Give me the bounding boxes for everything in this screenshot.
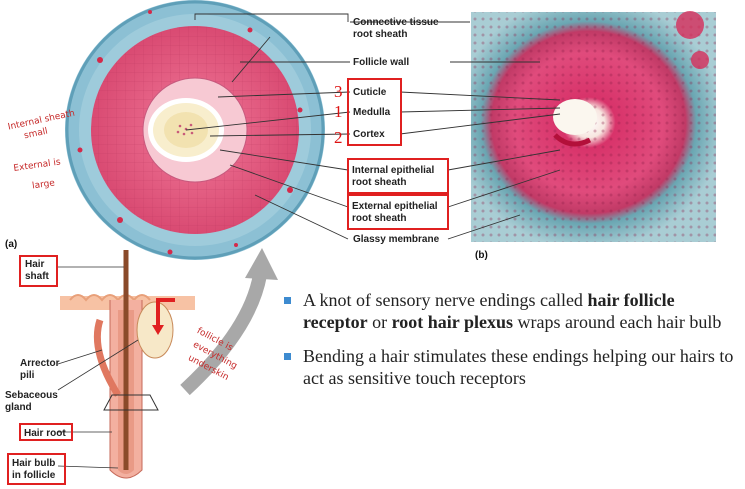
panel-label-b: (b) bbox=[475, 250, 488, 261]
order-number-cortex: 2 bbox=[334, 128, 343, 147]
label-internal-sheath-2: root sheath bbox=[352, 177, 406, 188]
svg-text:large: large bbox=[32, 178, 56, 191]
label-external-sheath-2: root sheath bbox=[352, 213, 406, 224]
label-connective-tissue-2: root sheath bbox=[353, 29, 407, 40]
label-medulla: Medulla bbox=[353, 107, 391, 118]
hair-diagram bbox=[7, 250, 195, 485]
label-sebaceous-gland-1: Sebaceous bbox=[5, 390, 58, 401]
bullet-list: A knot of sensory nerve endings called h… bbox=[284, 289, 734, 401]
label-sebaceous-gland-2: gland bbox=[5, 402, 32, 413]
label-glassy-membrane: Glassy membrane bbox=[353, 234, 440, 245]
label-external-sheath-1: External epithelial bbox=[352, 201, 438, 212]
handwritten-note-external: External is large bbox=[13, 157, 62, 191]
label-cortex: Cortex bbox=[353, 129, 385, 140]
label-connective-tissue-1: Connective tissue bbox=[353, 17, 439, 28]
label-hair-bulb-1: Hair bulb bbox=[12, 458, 55, 469]
label-internal-sheath-1: Internal epithelial bbox=[352, 165, 434, 176]
leader-lines bbox=[185, 13, 561, 240]
bullet-marker bbox=[284, 297, 291, 304]
label-arrector-pili-2: pili bbox=[20, 370, 35, 381]
label-hair-shaft-1: Hair bbox=[25, 259, 45, 270]
bullet-item: Bending a hair stimulates these endings … bbox=[284, 345, 734, 389]
histology-photo-b bbox=[471, 11, 716, 242]
label-follicle-wall: Follicle wall bbox=[353, 57, 409, 68]
highlight-boxes bbox=[347, 78, 449, 230]
follicle-cross-section-a bbox=[65, 0, 325, 260]
order-number-cuticle: 3 bbox=[334, 82, 343, 101]
panel-label-a: (a) bbox=[5, 239, 17, 250]
label-hair-shaft-2: shaft bbox=[25, 271, 50, 282]
svg-text:External is: External is bbox=[13, 157, 62, 174]
label-cuticle: Cuticle bbox=[353, 87, 387, 98]
svg-text:small: small bbox=[23, 127, 49, 142]
bullet-marker bbox=[284, 353, 291, 360]
bullet-item: A knot of sensory nerve endings called h… bbox=[284, 289, 734, 333]
label-arrector-pili-1: Arrector bbox=[20, 358, 60, 369]
label-hair-bulb-2: in follicle bbox=[12, 470, 56, 481]
gray-arrow bbox=[180, 248, 278, 396]
label-hair-root: Hair root bbox=[24, 428, 66, 439]
order-number-medulla: 1 bbox=[334, 102, 343, 121]
